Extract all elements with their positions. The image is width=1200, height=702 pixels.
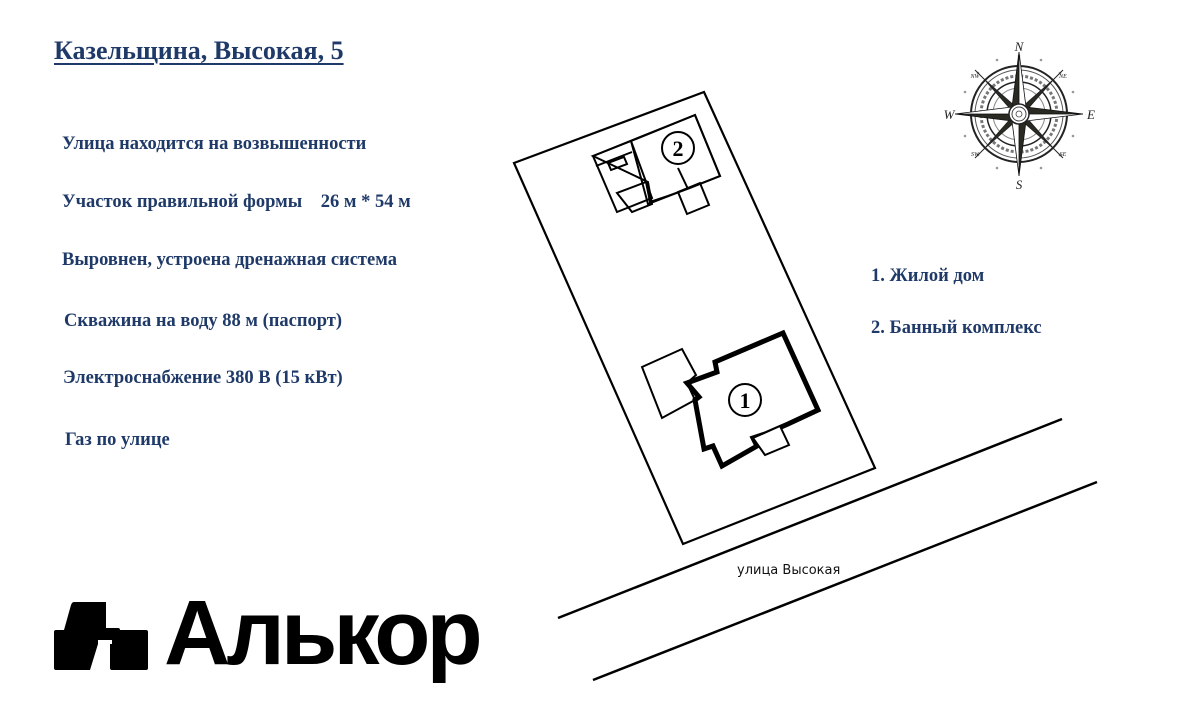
feature-plot-shape-label: Участок правильной формы: [62, 192, 303, 212]
compass-w: W: [944, 107, 956, 122]
feature-elevation: Улица находится на возвышенности: [62, 134, 367, 154]
logo-text: Алькор: [164, 582, 483, 684]
feature-well: Скважина на воду 88 м (паспорт): [64, 311, 343, 331]
building-1-marker-circle: [728, 383, 762, 417]
compass-e: E: [1086, 107, 1095, 122]
building-1-porch: [751, 424, 791, 457]
street-edge-upper: [557, 417, 1063, 620]
building-1-marker: 1: [740, 388, 751, 413]
building-2-bath-complex: [590, 113, 722, 216]
compass-se: SE: [1060, 152, 1067, 158]
street-edge-lower: [592, 480, 1098, 682]
feature-drainage: Выровнен, устроена дренажная система: [62, 250, 397, 270]
legend-item-bathhouse: 2. Банный комплекс: [871, 318, 1042, 338]
alkor-logo-icon: [54, 602, 148, 670]
feature-electricity: Электроснабжение 380 В (15 кВт): [63, 368, 343, 388]
building-2-marker: 2: [673, 136, 684, 161]
compass-ne: NE: [1058, 74, 1067, 80]
building-2-marker-circle: [661, 131, 695, 165]
compass-s: S: [1016, 177, 1023, 192]
company-logo: Алькор: [54, 582, 483, 684]
compass-sw: SW: [971, 152, 980, 158]
feature-plot-shape: Участок правильной формы 26 м * 54 м: [62, 192, 411, 213]
plot-boundary: [512, 90, 877, 546]
feature-gas: Газ по улице: [65, 430, 170, 450]
feature-plot-dimensions: 26 м * 54 м: [320, 192, 411, 212]
compass-n: N: [1014, 39, 1025, 54]
compass-nw: NW: [970, 74, 981, 80]
page-title: Казельщина, Высокая, 5: [54, 36, 344, 65]
street-label: улица Высокая: [737, 563, 841, 578]
legend-item-house: 1. Жилой дом: [871, 266, 985, 286]
compass-rose-icon: N S W E NW NE SW SE: [944, 39, 1095, 192]
